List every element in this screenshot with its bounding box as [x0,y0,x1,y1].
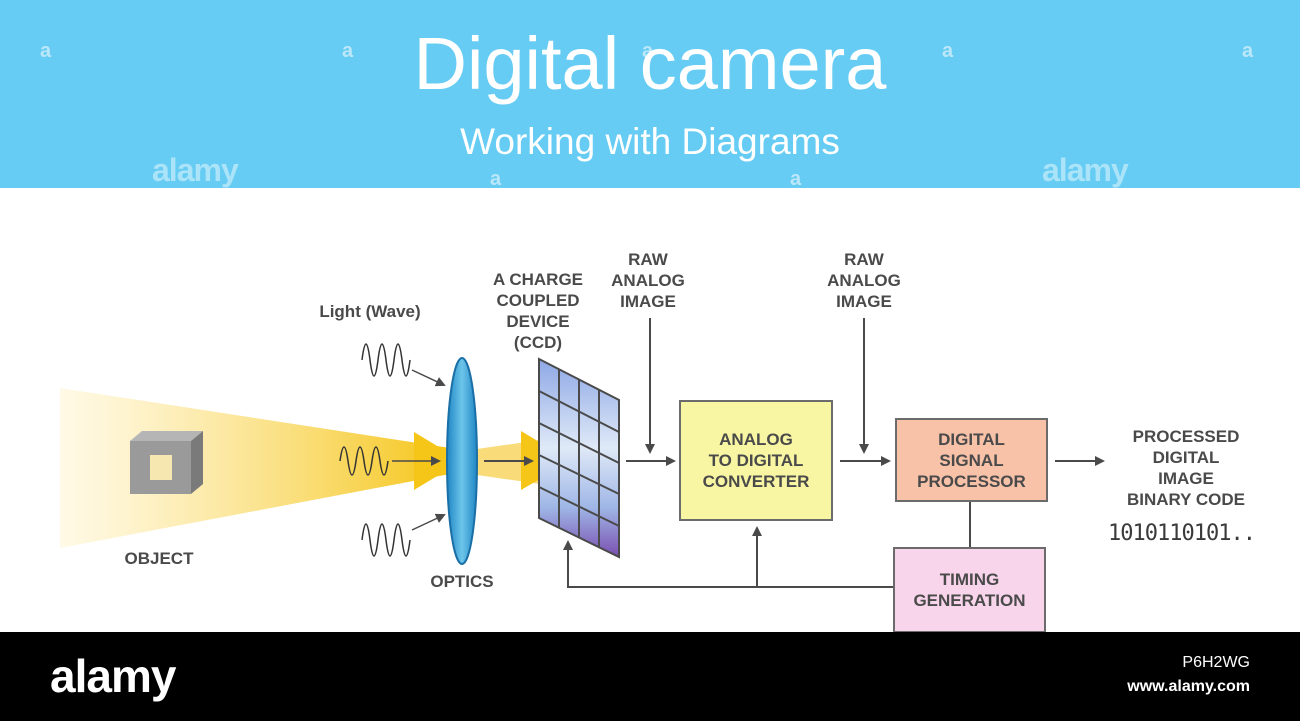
timing-label-line: GENERATION [913,591,1026,610]
timing-generation-box: TIMING GENERATION [893,547,1046,633]
raw-image-line: ANALOG [611,271,685,290]
light-wave-middle [339,446,389,476]
raw-analog-image-label: RAW ANALOG IMAGE [596,249,700,312]
raw-image-line: RAW [628,250,668,269]
ccd-label-line: COUPLED [496,291,580,310]
light-wave-top [361,343,411,377]
ccd-label: A CHARGE COUPLED DEVICE (CCD) [478,269,598,353]
image-code: P6H2WG [1182,654,1250,671]
analog-to-digital-converter-box: ANALOG TO DIGITAL CONVERTER [679,400,833,521]
object-label: OBJECT [124,549,194,568]
watermark-mark: a [790,168,802,190]
adc-label-line: CONVERTER [702,472,810,491]
footer-bar [0,632,1300,721]
watermark-mark: a [342,40,354,62]
ccd-sensor [538,357,620,559]
output-label-line: BINARY CODE [1126,490,1246,509]
output-label-line: IMAGE [1158,469,1214,488]
watermark-mark: a [40,40,52,62]
binary-code-readout: 1010110101.. [1108,521,1256,546]
raw-image-line: ANALOG [827,271,901,290]
object-cube-icon [130,431,203,494]
dsp-label-line: SIGNAL [939,450,1004,470]
raw-image-line: RAW [844,250,884,269]
header-banner [0,0,1300,188]
ccd-label-line: DEVICE [506,312,570,331]
timing-label-line: TIMING [939,570,1000,589]
optics-lens [446,357,478,565]
watermark-mark: a [942,40,954,62]
output-label-line: DIGITAL [1152,448,1220,467]
optics-label: OPTICS [430,572,494,591]
footer-url: www.alamy.com [1127,678,1250,695]
watermark-mark: a [642,40,654,62]
page-title: Digital camera [413,22,887,105]
page-subtitle: Working with Diagrams [460,121,840,162]
ccd-label-line: (CCD) [513,333,563,352]
adc-label-line: TO DIGITAL [708,451,804,470]
watermark-logo: alamy [1042,152,1129,188]
footer-logo: alamy [50,650,176,702]
output-label: PROCESSED DIGITAL IMAGE BINARY CODE [1110,426,1262,510]
dsp-label-line: PROCESSOR [917,471,1026,491]
watermark-mark: a [490,168,502,190]
watermark-mark: a [1242,40,1254,62]
light-wave-bottom [361,523,411,557]
dsp-label-line: DIGITAL [938,429,1005,449]
adc-label-line: ANALOG [719,430,793,449]
ccd-label-line: A CHARGE [492,270,584,289]
raw-analog-image-label-2: RAW ANALOG IMAGE [812,249,916,312]
digital-signal-processor-box: DIGITAL SIGNAL PROCESSOR [895,418,1048,502]
output-label-line: PROCESSED [1132,427,1240,446]
light-beam [60,388,450,548]
light-wave-label: Light (Wave) [319,302,421,321]
raw-image-line: IMAGE [836,292,892,311]
watermark-logo: alamy [152,152,239,188]
raw-image-line: IMAGE [620,292,676,311]
